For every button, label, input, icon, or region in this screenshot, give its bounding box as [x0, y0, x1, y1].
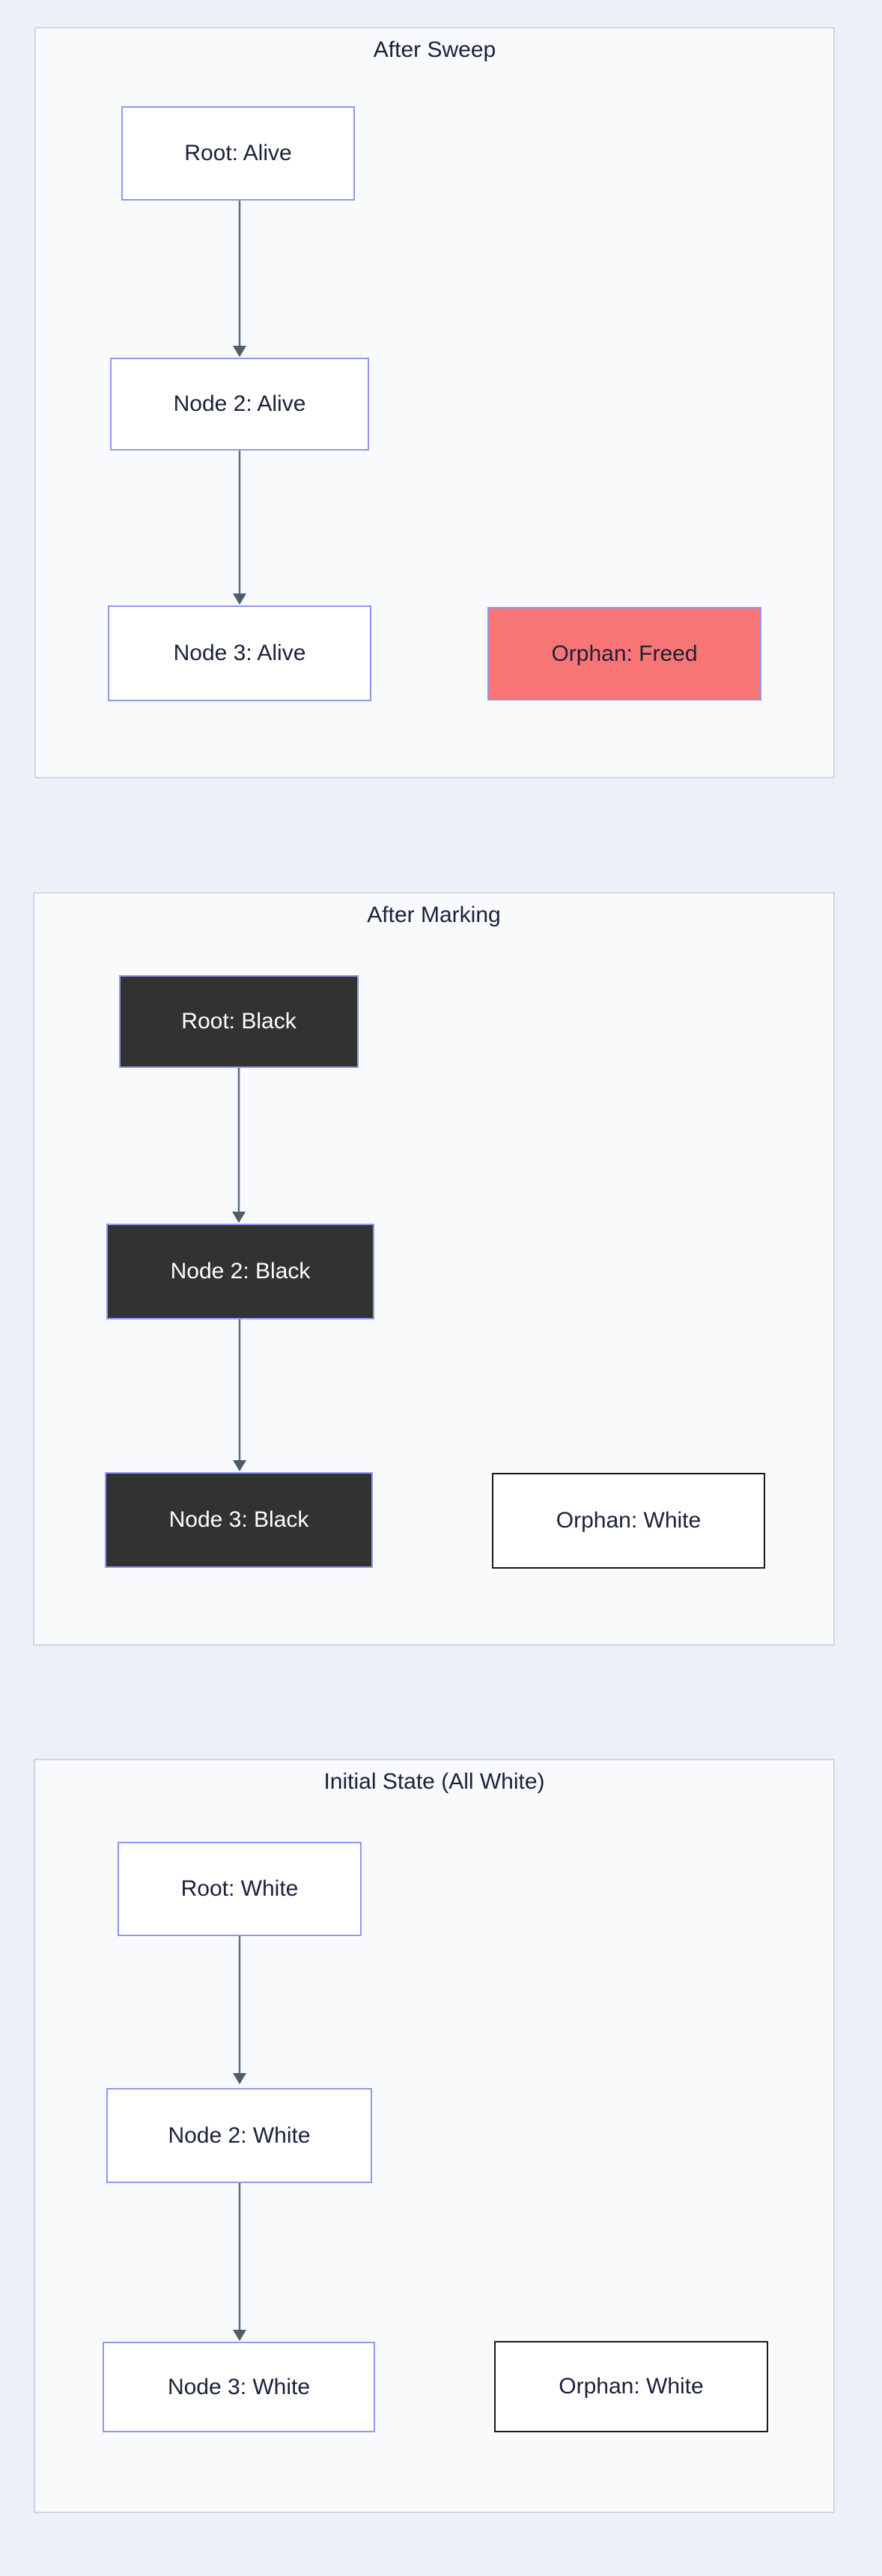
node-label: Node 3: White: [167, 2374, 311, 2399]
node-orphan-after-sweep[interactable]: Orphan: Freed: [487, 607, 761, 701]
node-label: Root: White: [180, 1876, 299, 1901]
node-label: Node 3: Alive: [173, 641, 306, 665]
node-node2-after-sweep[interactable]: Node 2: Alive: [110, 358, 369, 451]
node-label: Orphan: White: [559, 2374, 704, 2399]
node-root-initial-state[interactable]: Root: White: [118, 1842, 362, 1936]
node-label: Node 2: White: [168, 2122, 311, 2148]
panel-initial-state-title: Initial State (All White): [323, 1769, 545, 1794]
node-root-after-sweep[interactable]: Root: Alive: [121, 106, 355, 201]
panel-after-sweep-title: After Sweep: [373, 37, 496, 62]
panel-after-marking-title: After Marking: [367, 903, 501, 927]
node-node2-initial-state[interactable]: Node 2: White: [106, 2088, 372, 2183]
node-node3-after-marking[interactable]: Node 3: Black: [105, 1472, 373, 1568]
node-node3-after-sweep[interactable]: Node 3: Alive: [108, 605, 371, 701]
node-label: Orphan: Freed: [551, 641, 698, 666]
node-root-after-marking[interactable]: Root: Black: [119, 975, 359, 1068]
node-label: Node 3: Black: [168, 1507, 309, 1532]
node-label: Orphan: White: [556, 1508, 702, 1533]
node-orphan-after-marking[interactable]: Orphan: White: [492, 1473, 765, 1569]
node-orphan-initial-state[interactable]: Orphan: White: [494, 2341, 768, 2432]
node-label: Root: Black: [181, 1009, 296, 1034]
node-label: Node 2: Alive: [173, 391, 306, 416]
node-label: Root: Alive: [184, 141, 292, 165]
node-label: Node 2: Black: [170, 1259, 311, 1284]
node-node3-initial-state[interactable]: Node 3: White: [103, 2342, 375, 2432]
node-node2-after-marking[interactable]: Node 2: Black: [106, 1224, 374, 1319]
